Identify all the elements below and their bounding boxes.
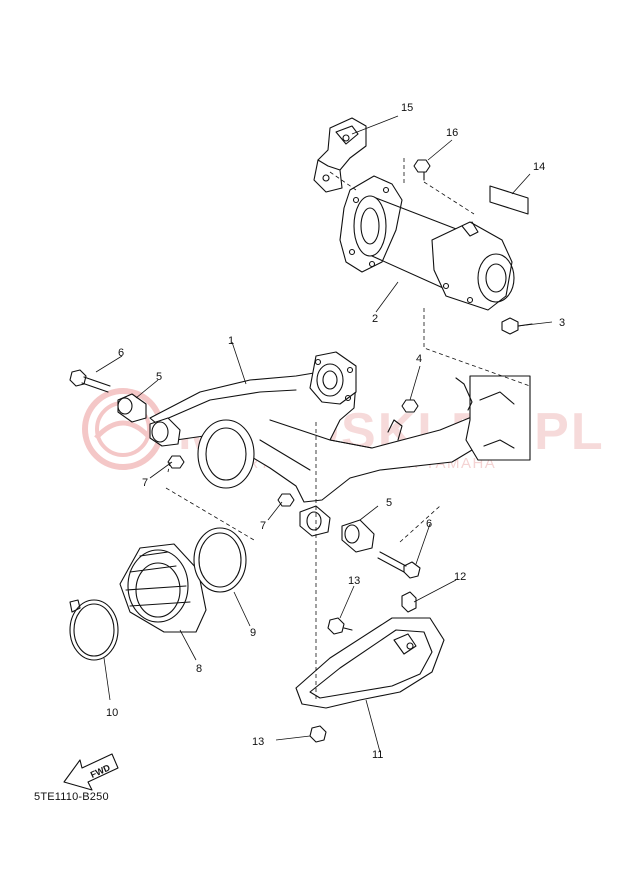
callout-6-lower: 6 (426, 518, 432, 530)
callout-7-upper: 7 (142, 477, 148, 489)
part-7-nut-upper (167, 455, 185, 469)
part-7-nut-lower (277, 493, 295, 507)
callout-13-lower: 13 (252, 736, 264, 748)
part-3-bolt (501, 317, 533, 335)
part-8-boot (119, 543, 207, 633)
part-13-bolt-upper (327, 617, 353, 635)
callout-4: 4 (416, 353, 422, 365)
callout-2: 2 (372, 313, 378, 325)
callout-7-lower: 7 (260, 520, 266, 532)
part-10-clamp (69, 599, 119, 661)
part-4-nut (401, 399, 419, 413)
swingarm-collars-left (149, 417, 181, 447)
callout-1: 1 (228, 335, 234, 347)
part-5-bushing-lower (341, 519, 375, 553)
callout-5-upper: 5 (156, 371, 162, 383)
callout-3: 3 (559, 317, 565, 329)
part-1-swingarm (149, 351, 531, 503)
fwd-arrow-icon (63, 753, 119, 791)
callout-10: 10 (106, 707, 118, 719)
callout-11: 11 (372, 749, 383, 761)
callout-labels: 15 16 14 2 3 1 4 6 5 7 7 5 6 13 12 9 8 1… (106, 102, 565, 761)
callout-9: 9 (250, 627, 256, 639)
part-5-bushing-upper (117, 393, 147, 423)
part-13-bolt-lower (309, 725, 327, 743)
callout-8: 8 (196, 663, 202, 675)
diagram-code: 5TE1110-B250 (34, 791, 109, 803)
callout-12: 12 (454, 571, 466, 583)
callout-14: 14 (533, 161, 545, 173)
part-6-bolt-lower (377, 551, 421, 579)
swingarm-bearing-ring (197, 419, 255, 489)
swingarm-collar-lower (299, 505, 331, 537)
callout-16: 16 (446, 127, 458, 139)
callout-5-lower: 5 (386, 497, 392, 509)
part-9-band (193, 527, 247, 593)
part-6-bolt-upper (69, 369, 111, 393)
part-2-axle-housing (339, 175, 515, 311)
part-14-label (489, 185, 529, 215)
part-12-block (401, 591, 417, 613)
part-11-skid-plate (295, 617, 445, 709)
callout-13-upper: 13 (348, 575, 360, 587)
callout-6-upper: 6 (118, 347, 124, 359)
part-15-bracket (313, 117, 367, 193)
leader-lines (95, 115, 553, 753)
part-16-bolt (413, 159, 431, 181)
reference-lines (165, 158, 531, 700)
callout-15: 15 (401, 102, 413, 114)
